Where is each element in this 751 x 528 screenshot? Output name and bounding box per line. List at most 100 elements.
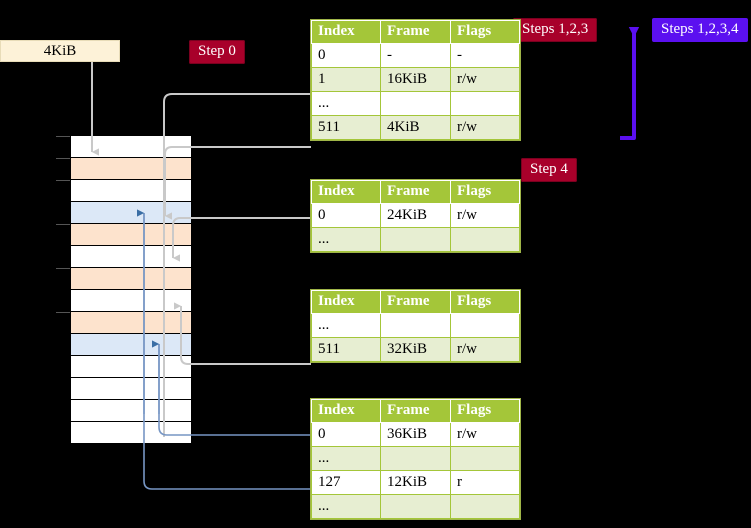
table-cell: 511 <box>311 337 381 362</box>
connector-pdpt-0 <box>172 217 311 262</box>
column-header-frame: Frame <box>380 180 451 204</box>
memory-row <box>71 224 191 246</box>
table-cell: 32KiB <box>380 337 451 362</box>
column-header-flags: Flags <box>450 20 520 44</box>
table-cell: 0 <box>311 422 381 447</box>
memory-tick <box>56 312 70 313</box>
memory-row <box>71 378 191 400</box>
table-cell: ... <box>311 446 381 471</box>
column-header-index: Index <box>311 20 381 44</box>
table-cell <box>380 313 451 338</box>
column-header-flags: Flags <box>450 180 520 204</box>
table-cell <box>450 91 520 116</box>
table-cell: - <box>380 43 451 68</box>
table-cell: ... <box>311 91 381 116</box>
table-row: 0-- <box>311 43 520 68</box>
table-cell <box>380 91 451 116</box>
table-cell: 1 <box>311 67 381 92</box>
table-cell: 0 <box>311 43 381 68</box>
table-cell <box>380 494 451 519</box>
table-cell: 127 <box>311 470 381 495</box>
table-cell: r/w <box>450 115 520 140</box>
table-cell: 36KiB <box>380 422 451 447</box>
badge-step-4-label: Step 4 <box>530 161 568 177</box>
memory-tick <box>56 268 70 269</box>
memory-row <box>71 334 191 356</box>
table-cell <box>450 446 520 471</box>
table-cell: r <box>450 470 520 495</box>
memory-row <box>71 290 191 312</box>
memory-row <box>71 422 191 443</box>
table-cell: 12KiB <box>380 470 451 495</box>
badge-step-0: Step 0 <box>189 40 245 64</box>
table-cell: 0 <box>311 203 381 228</box>
size-box-label: 4KiB <box>43 43 77 59</box>
memory-row <box>71 312 191 334</box>
memory-tick <box>56 224 70 225</box>
table-cell: ... <box>311 313 381 338</box>
table-cell: 16KiB <box>380 67 451 92</box>
table-cell: r/w <box>450 422 520 447</box>
table-cell: r/w <box>450 203 520 228</box>
memory-row <box>71 246 191 268</box>
table-cell: ... <box>311 227 381 252</box>
table-cell <box>380 227 451 252</box>
column-header-frame: Frame <box>380 20 451 44</box>
badge-steps-123: Steps 1,2,3 <box>513 18 598 42</box>
badge-step-0-label: Step 0 <box>198 43 236 59</box>
table-cell: 4KiB <box>380 115 451 140</box>
table-row: ... <box>311 446 520 471</box>
table-cell <box>450 494 520 519</box>
column-header-index: Index <box>311 290 381 314</box>
table-cell: r/w <box>450 337 520 362</box>
table-cell: 24KiB <box>380 203 451 228</box>
memory-row <box>71 136 191 158</box>
memory-row <box>71 400 191 422</box>
table-cell <box>450 313 520 338</box>
connector-pd-511 <box>174 302 311 365</box>
table-row: ... <box>311 91 520 116</box>
table-cell: 511 <box>311 115 381 140</box>
memory-row <box>71 180 191 202</box>
column-header-index: Index <box>311 180 381 204</box>
memory-row <box>71 356 191 378</box>
column-header-frame: Frame <box>380 290 451 314</box>
badge-steps-1234-label: Steps 1,2,3,4 <box>661 21 739 37</box>
memory-tick <box>56 136 70 137</box>
memory-row <box>71 158 191 180</box>
table-row: ... <box>311 227 520 252</box>
badge-step-4: Step 4 <box>521 158 577 182</box>
table-cell: ... <box>311 494 381 519</box>
size-box-4kib: 4KiB <box>0 40 120 62</box>
column-header-index: Index <box>311 399 381 423</box>
table-cell <box>450 227 520 252</box>
badge-steps-123-label: Steps 1,2,3 <box>522 21 589 37</box>
memory-row <box>71 202 191 224</box>
badge-steps-1234: Steps 1,2,3,4 <box>652 18 748 42</box>
table-row: ... <box>311 494 520 519</box>
table-row: ... <box>311 313 520 338</box>
memory-column <box>70 135 191 443</box>
memory-row <box>71 268 191 290</box>
memory-tick <box>56 158 70 159</box>
arrow-purple-bracket <box>620 27 640 140</box>
column-header-frame: Frame <box>380 399 451 423</box>
table-cell: - <box>450 43 520 68</box>
table-cell: r/w <box>450 67 520 92</box>
table-cell <box>380 446 451 471</box>
